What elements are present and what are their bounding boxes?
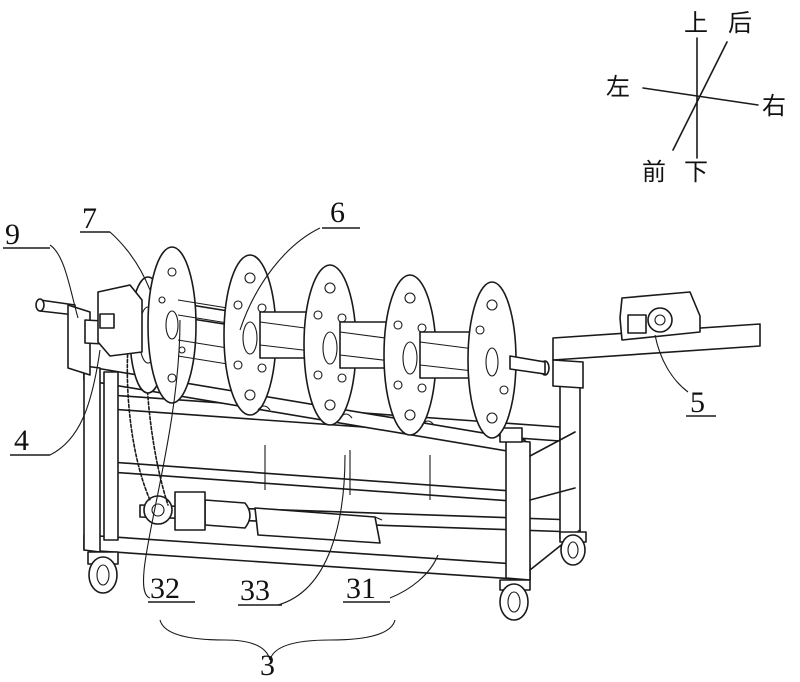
gearbox (175, 492, 205, 530)
callout-9: 9 (5, 218, 20, 251)
frame-left-front-post (84, 366, 100, 552)
compass-front-label: 前 (642, 158, 666, 186)
compass-right-label: 右 (762, 92, 786, 120)
callout-31: 31 (346, 572, 376, 605)
motor-body (205, 500, 250, 528)
wheel-front-left (88, 552, 118, 593)
frame-right-front-post (506, 440, 530, 580)
motor-assembly (144, 492, 382, 543)
guide-roller (648, 308, 672, 332)
callout-5: 5 (690, 386, 705, 419)
arm-post (553, 360, 583, 388)
block-bolt (628, 315, 646, 333)
compass-down-label: 下 (684, 158, 708, 186)
callout-7: 7 (82, 202, 97, 235)
compass-up-label: 上 (684, 9, 708, 37)
frame-right-back-post (560, 385, 580, 540)
callout-3: 3 (260, 649, 275, 682)
callout-32: 32 (150, 572, 180, 605)
callout-33: 33 (240, 574, 270, 607)
reel-disc-5 (468, 282, 516, 438)
wheel-back-right (560, 532, 586, 565)
compass-depth-axis (673, 42, 727, 150)
hand-crank (36, 285, 142, 375)
callout-6: 6 (330, 196, 345, 229)
frame-middle-rail (110, 462, 525, 502)
direction-compass: 上 后 左 右 前 下 (606, 9, 786, 186)
bearing-bolt (100, 314, 114, 328)
drive-sprocket-small (144, 496, 172, 524)
reel-disc-1 (148, 247, 196, 403)
compass-back-label: 后 (728, 9, 752, 37)
frame-left-back-post (104, 372, 118, 540)
group-brace (160, 620, 395, 660)
wheel-front-right (500, 580, 530, 620)
callout-4: 4 (14, 424, 29, 457)
compass-left-label: 左 (606, 73, 630, 101)
